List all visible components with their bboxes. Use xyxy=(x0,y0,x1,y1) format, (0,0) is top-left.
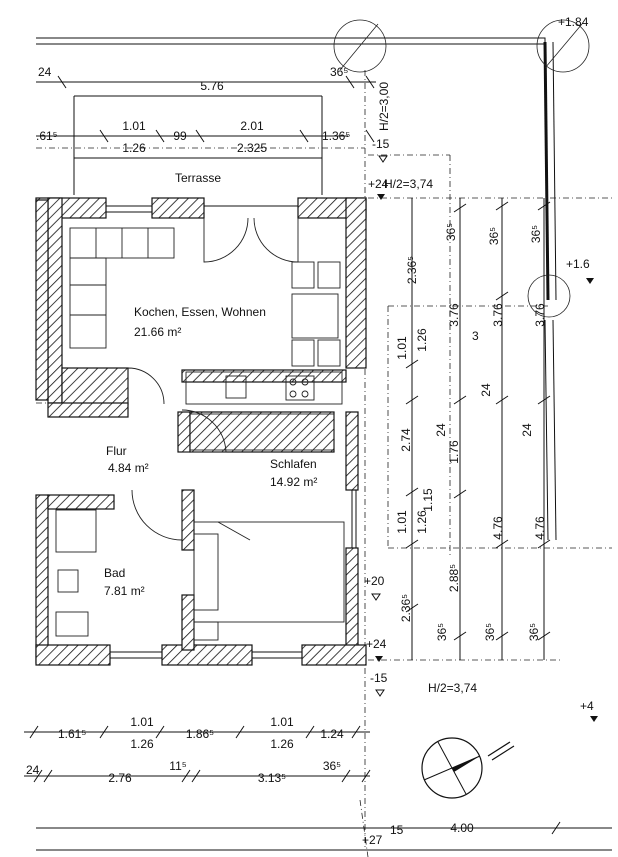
dimension-label: .61⁵ xyxy=(36,129,58,143)
dimension-label: 1.26 xyxy=(415,328,429,352)
height-label: H/2=3,00 xyxy=(377,82,391,131)
dimension-label: 2.325 xyxy=(237,141,267,155)
level-label: +1.6 xyxy=(566,257,590,271)
survey-circle xyxy=(536,19,590,73)
dimension-label: 1.76 xyxy=(447,440,461,464)
dimension-label: 24 xyxy=(38,65,52,79)
dimension-label: 1.01 xyxy=(395,336,409,360)
room-area-flur: 4.84 m² xyxy=(108,461,149,475)
dimension-label: 36⁵ xyxy=(330,65,348,79)
room-area-kochen: 21.66 m² xyxy=(134,325,181,339)
kitchen-furniture xyxy=(69,227,343,405)
dimension-label: 4.76 xyxy=(491,516,505,540)
terrace xyxy=(73,95,323,195)
dimension-label: 1.26 xyxy=(415,510,429,534)
dimension-label: 1.36⁵ xyxy=(322,129,350,143)
dimension-label: 36⁵ xyxy=(435,623,449,641)
bath-fixtures xyxy=(55,509,97,637)
room-area-bad: 7.81 m² xyxy=(104,584,145,598)
level-markers: +1.84 +1.6 +24 -15 +20 +24 -15 +4 +27 H/… xyxy=(362,15,598,847)
level-label: -15 xyxy=(372,137,390,151)
dimension-label: 3.76 xyxy=(447,303,461,327)
dimension-label: 2.36⁵ xyxy=(399,594,413,622)
dimension-label: 1.86⁵ xyxy=(186,727,214,741)
dimension-label: 1.61⁵ xyxy=(58,727,86,741)
survey-circle xyxy=(527,274,571,318)
dimension-label: 11⁵ xyxy=(169,759,186,773)
room-area-schlafen: 14.92 m² xyxy=(270,475,317,489)
dimension-label: 1.26 xyxy=(270,737,294,751)
dimension-lines-bottom xyxy=(24,725,561,835)
dimension-lines-top xyxy=(36,75,376,143)
room-label-kochen: Kochen, Essen, Wohnen xyxy=(134,305,266,319)
windows xyxy=(106,205,357,659)
dimension-label: 1.01 xyxy=(122,119,146,133)
dimension-label: 3.76 xyxy=(491,303,505,327)
dimension-label: 36⁵ xyxy=(323,759,341,773)
dimension-label: 15 xyxy=(390,823,404,837)
dimension-label: 24 xyxy=(434,423,448,437)
room-label-terrasse: Terrasse xyxy=(175,171,221,185)
height-label: H/2=3,74 xyxy=(384,177,433,191)
survey-circle xyxy=(333,19,387,73)
level-label: +27 xyxy=(362,833,383,847)
level-label: -15 xyxy=(370,671,388,685)
dimension-label: 4.76 xyxy=(533,516,547,540)
dimension-label: 1.15 xyxy=(421,488,435,512)
dimension-label: 24 xyxy=(26,763,40,777)
height-label: H/2=3,74 xyxy=(428,681,477,695)
north-arrow-icon xyxy=(421,737,515,799)
dimension-label: 2.74 xyxy=(399,428,413,452)
room-label-flur: Flur xyxy=(106,444,127,458)
level-label: +24 xyxy=(368,177,389,191)
dimension-label: 1.24 xyxy=(320,727,344,741)
bed xyxy=(193,521,345,641)
room-label-schlafen: Schlafen xyxy=(270,457,317,471)
dimension-label: 3.76 xyxy=(533,303,547,327)
room-label-bad: Bad xyxy=(104,566,125,580)
level-label: +20 xyxy=(364,574,385,588)
dimension-label: 99 xyxy=(173,129,187,143)
dimension-label: 1.01 xyxy=(395,510,409,534)
dimension-lines-right xyxy=(405,198,551,660)
dimension-label: 24 xyxy=(479,383,493,397)
dimension-label: 2.01 xyxy=(240,119,264,133)
level-label: +4 xyxy=(580,699,594,713)
dimension-label: 36⁵ xyxy=(483,623,497,641)
dimension-label: 4.00 xyxy=(450,821,474,835)
dimension-label: 1.01 xyxy=(130,715,154,729)
dimension-label: 36⁵ xyxy=(444,223,458,241)
right-dimension-labels: 2.36⁵ 36⁵ 36⁵ 36⁵ 3.76 3.76 3.76 1.01 1.… xyxy=(395,223,547,641)
level-label: +1.84 xyxy=(558,15,589,29)
dimension-label: 2.88⁵ xyxy=(447,564,461,592)
dimension-label: 36⁵ xyxy=(529,225,543,243)
dimension-label: 3.13⁵ xyxy=(258,771,286,785)
dimension-label: 36⁵ xyxy=(527,623,541,641)
level-label: +24 xyxy=(366,637,387,651)
axis-lines xyxy=(359,70,612,857)
walls xyxy=(35,197,367,666)
dimension-label: 2.76 xyxy=(108,771,132,785)
wardrobe xyxy=(189,413,335,451)
dimension-label: 1.01 xyxy=(270,715,294,729)
dimension-label: 2.36⁵ xyxy=(405,256,419,284)
dimension-label: 24 xyxy=(520,423,534,437)
dimension-label: 36⁵ xyxy=(487,227,501,245)
room-label-3: 3 xyxy=(472,329,479,343)
dimension-label: 1.26 xyxy=(130,737,154,751)
dimension-label: 1.26 xyxy=(122,141,146,155)
dimension-label: 5.76 xyxy=(200,79,224,93)
